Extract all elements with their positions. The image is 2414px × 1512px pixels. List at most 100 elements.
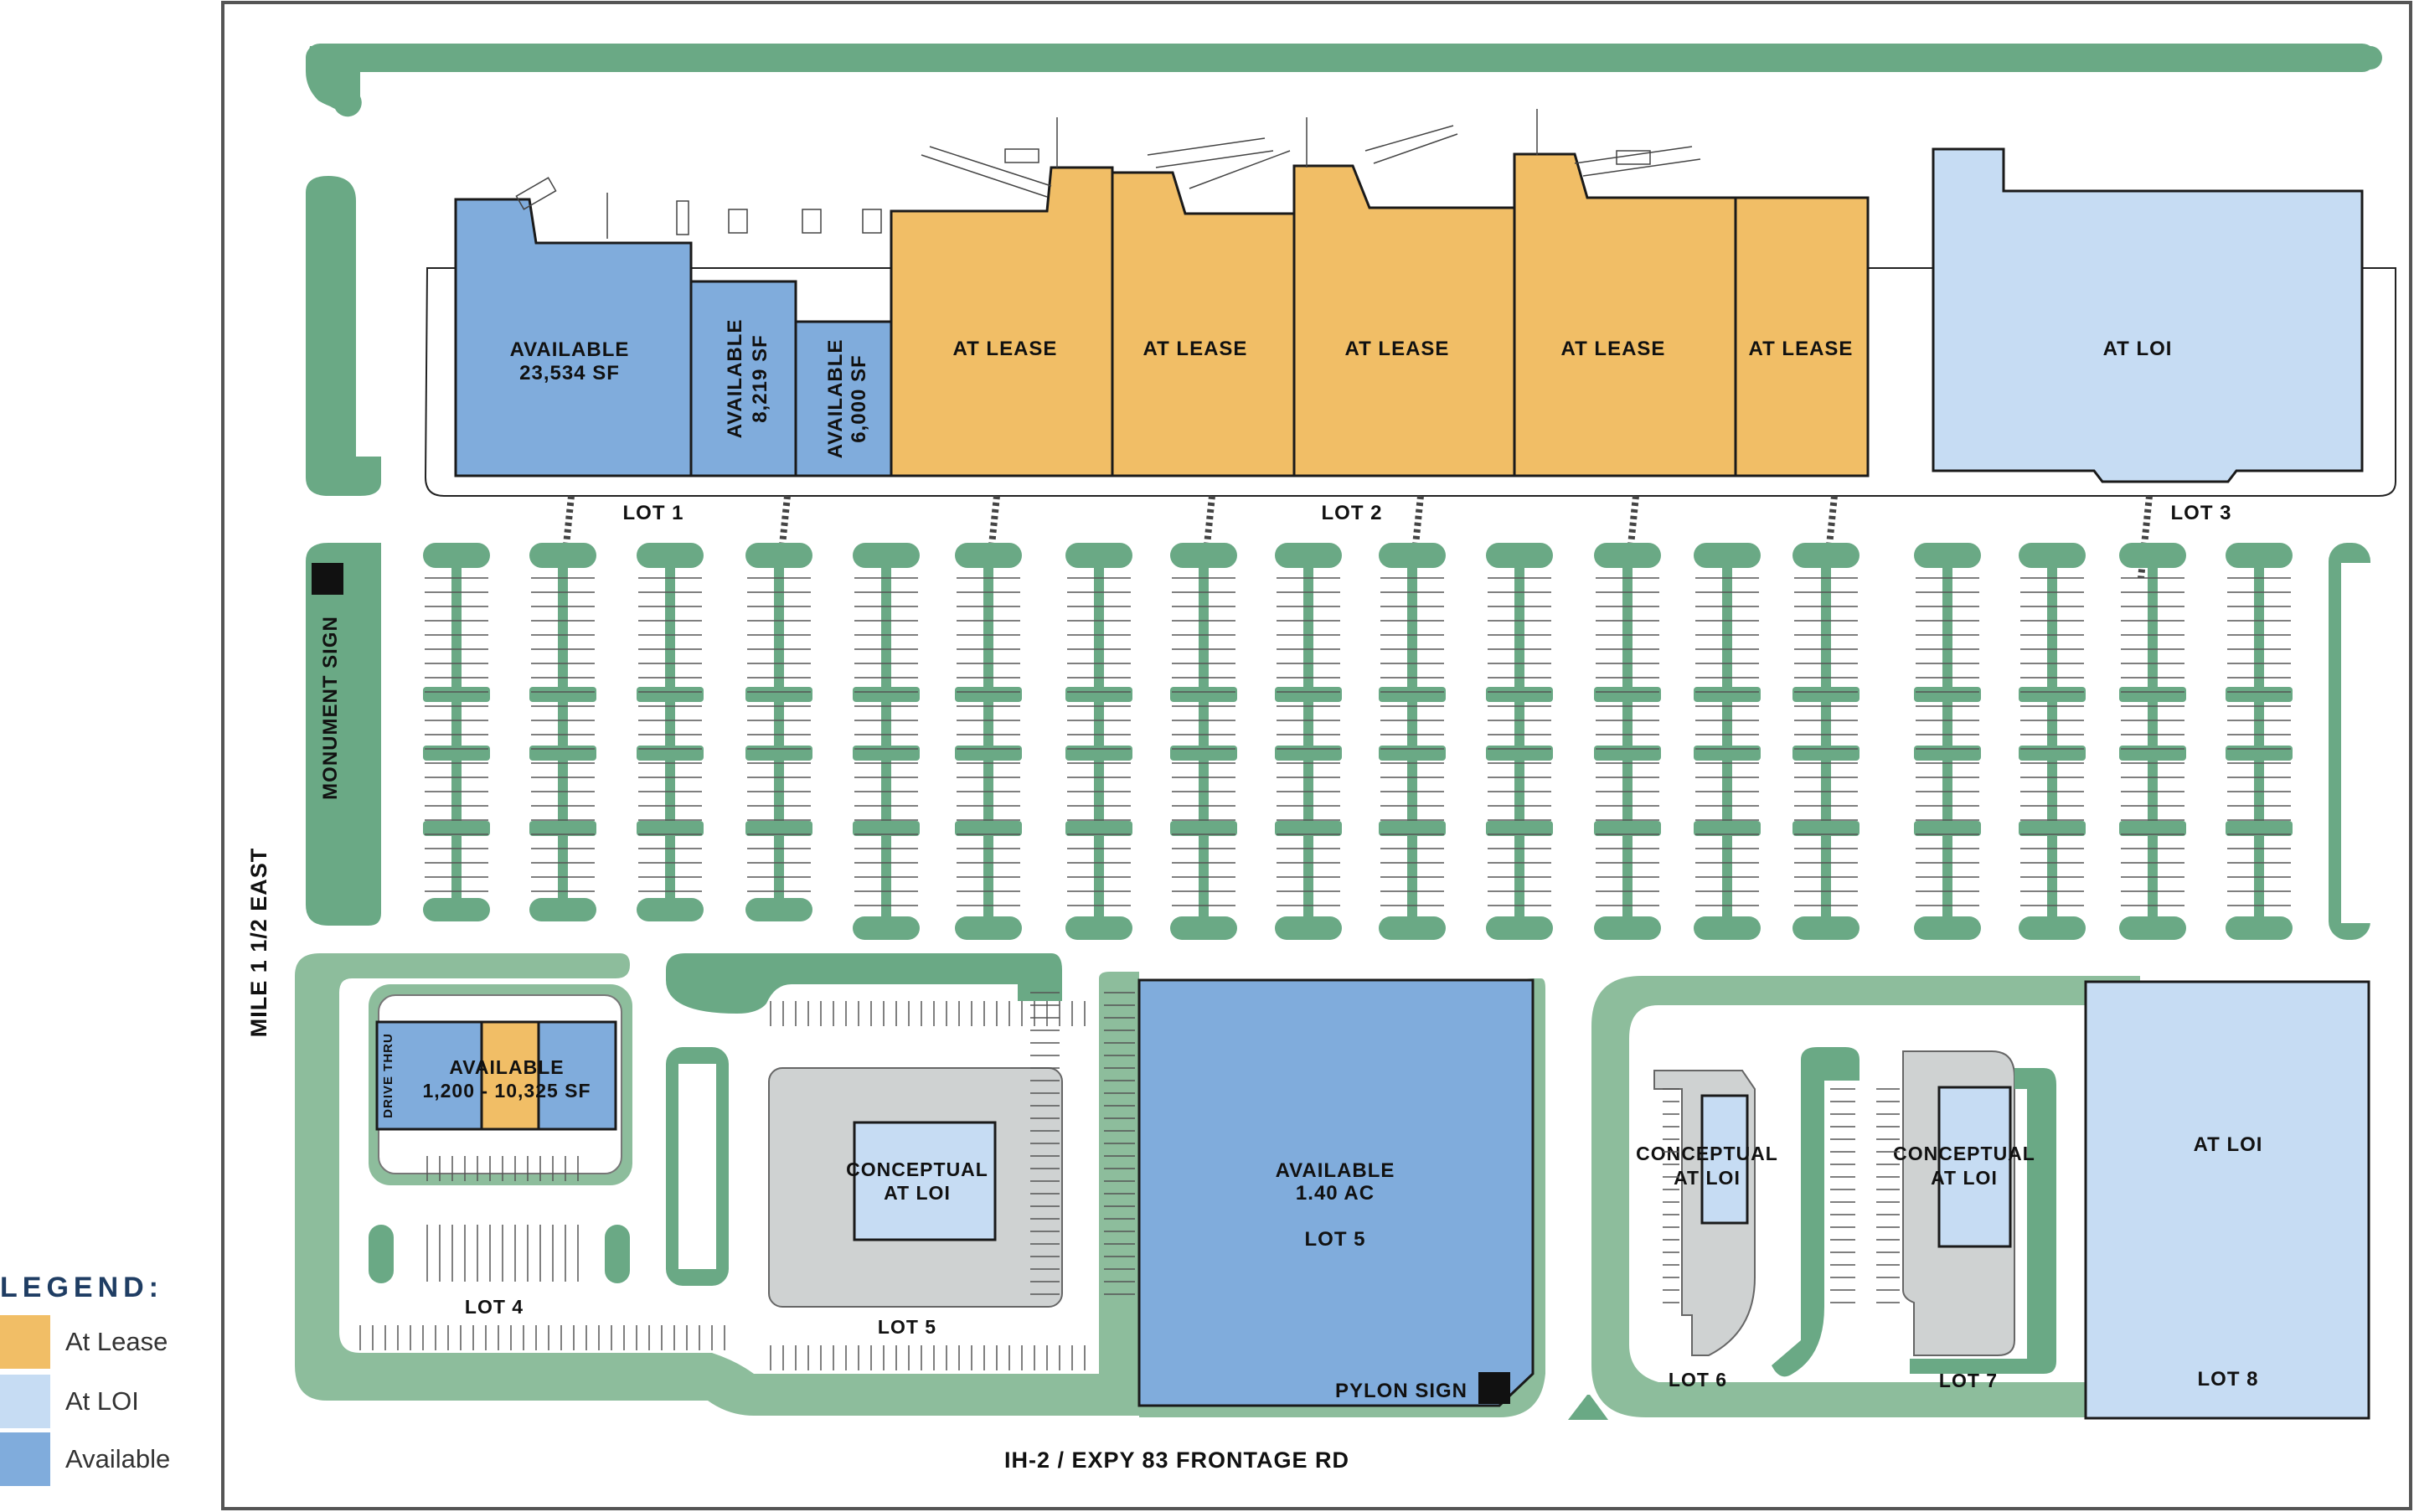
south-stalls <box>359 992 1900 1370</box>
parking-island-mid <box>1275 687 1342 702</box>
parking-median <box>558 551 568 913</box>
lot7-pad-line2: AT LOI <box>1931 1167 1998 1189</box>
unit-u8[interactable] <box>1734 196 1870 477</box>
unit-u3-line1: AVAILABLE <box>824 339 847 459</box>
parking-island-mid <box>1792 821 1860 836</box>
parking-median <box>881 551 891 931</box>
parking-island-mid <box>1694 687 1761 702</box>
parking-median <box>451 551 462 913</box>
unit-u5[interactable] <box>1111 171 1296 477</box>
parking-island-mid <box>1594 687 1661 702</box>
lot6-label: LOT 6 <box>1669 1369 1727 1391</box>
legend-label-at-lease: At Lease <box>65 1327 168 1356</box>
unit-u9[interactable] <box>1932 147 2364 483</box>
loading-dock-details <box>515 109 1701 239</box>
parking-median <box>2047 551 2057 931</box>
parking-island-mid <box>853 687 920 702</box>
legend: LEGEND: At Lease At LOI Available <box>0 1265 219 1499</box>
unit-u7[interactable] <box>1513 152 1737 477</box>
landscape-top-strip <box>306 44 2376 72</box>
parking-island-mid <box>1792 746 1860 761</box>
parking-island-mid <box>529 821 596 836</box>
parking-field <box>423 543 2371 940</box>
parking-island-mid <box>2019 687 2086 702</box>
parking-island-mid <box>637 821 704 836</box>
parking-island-mid <box>955 687 1022 702</box>
unit-u4[interactable] <box>890 166 1114 477</box>
parking-island-mid <box>2019 746 2086 761</box>
parking-median <box>1722 551 1732 931</box>
lot5-conceptual-building[interactable] <box>853 1121 997 1241</box>
lot4-label: LOT 4 <box>465 1296 524 1318</box>
unit-u3[interactable] <box>794 320 893 477</box>
lot8-pad-line1: AT LOI <box>2194 1133 2263 1156</box>
parking-median <box>1407 551 1417 931</box>
lot4-building-available-left[interactable] <box>375 1020 483 1131</box>
lot6-building[interactable] <box>1700 1094 1749 1225</box>
unit-u1-line2: 23,534 SF <box>519 362 620 384</box>
legend-swatch-at-loi <box>0 1375 50 1428</box>
lot4-stalls <box>426 1156 579 1282</box>
unit-u5-label: AT LEASE <box>1143 338 1248 360</box>
lot6-pad-line1: CONCEPTUAL <box>1636 1143 1778 1164</box>
lot5-small-label: LOT 5 <box>878 1316 936 1338</box>
lot7-label: LOT 7 <box>1939 1370 1998 1391</box>
parking-island-mid <box>423 746 490 761</box>
road-west-label: MILE 1 1/2 EAST <box>246 848 271 1038</box>
lot5-available-area[interactable] <box>1137 978 1535 1407</box>
lot5-main-line1: AVAILABLE <box>1276 1159 1395 1182</box>
parking-island-mid <box>1065 821 1132 836</box>
parking-island-mid <box>745 746 812 761</box>
parking-median <box>1303 551 1313 931</box>
landscape-west-strip <box>306 176 381 496</box>
lot7-building[interactable] <box>1937 1086 2012 1248</box>
parking-island-mid <box>1065 687 1132 702</box>
lot6-pad-line2: AT LOI <box>1674 1167 1741 1189</box>
parking-island-mid <box>2226 821 2293 836</box>
parking-median <box>1094 551 1104 931</box>
landscape-lot6-island <box>1772 1047 1860 1377</box>
lot5-main-line2: 1.40 AC <box>1296 1182 1375 1205</box>
parking-island-mid <box>1379 746 1446 761</box>
parking-island-mid <box>1914 746 1981 761</box>
lot4-parking-island-left <box>369 1225 394 1283</box>
lot4-building-available-right[interactable] <box>537 1020 617 1131</box>
parking-island-mid <box>745 687 812 702</box>
parking-island-mid <box>2226 687 2293 702</box>
lot4-pad-line2: 1,200 - 10,325 SF <box>422 1080 591 1102</box>
lot5-conceptual-line2: AT LOI <box>884 1182 951 1204</box>
parking-island-mid <box>1914 687 1981 702</box>
parking-island-mid <box>2226 746 2293 761</box>
lot7-curb-landscape <box>1910 1068 2056 1374</box>
parking-island-mid <box>1486 746 1553 761</box>
parking-island-mid <box>745 821 812 836</box>
lot3-label: LOT 3 <box>2170 502 2231 524</box>
legend-item-available: Available <box>0 1432 219 1486</box>
unit-u6[interactable] <box>1292 164 1516 477</box>
lot4-drive-thru-label: DRIVE THRU <box>381 1033 395 1118</box>
parking-median <box>1199 551 1209 931</box>
parking-island-mid <box>1170 821 1237 836</box>
lot5-conceptual-line1: CONCEPTUAL <box>846 1159 988 1180</box>
lot8-label: LOT 8 <box>2197 1368 2258 1391</box>
lot8-building[interactable] <box>2084 980 2370 1420</box>
parking-median <box>1821 551 1831 931</box>
legend-item-at-loi: At LOI <box>0 1375 219 1428</box>
parking-median <box>1942 551 1952 931</box>
parking-median <box>1622 551 1633 931</box>
parking-median <box>983 551 993 931</box>
legend-title: LEGEND: <box>0 1272 163 1303</box>
unit-u1[interactable] <box>454 198 693 477</box>
lot4-building-at-lease[interactable] <box>480 1020 540 1131</box>
landscape-monument-strip <box>306 543 381 926</box>
landscape-south-band <box>295 953 1139 1416</box>
parking-island-mid <box>1694 746 1761 761</box>
parking-island-mid <box>2119 821 2186 836</box>
parking-island-mid <box>955 821 1022 836</box>
parking-island-mid <box>1486 687 1553 702</box>
legend-label-at-loi: At LOI <box>65 1386 139 1416</box>
parking-island-mid <box>1486 821 1553 836</box>
parking-island-mid <box>1170 687 1237 702</box>
unit-u6-label: AT LEASE <box>1345 338 1450 360</box>
